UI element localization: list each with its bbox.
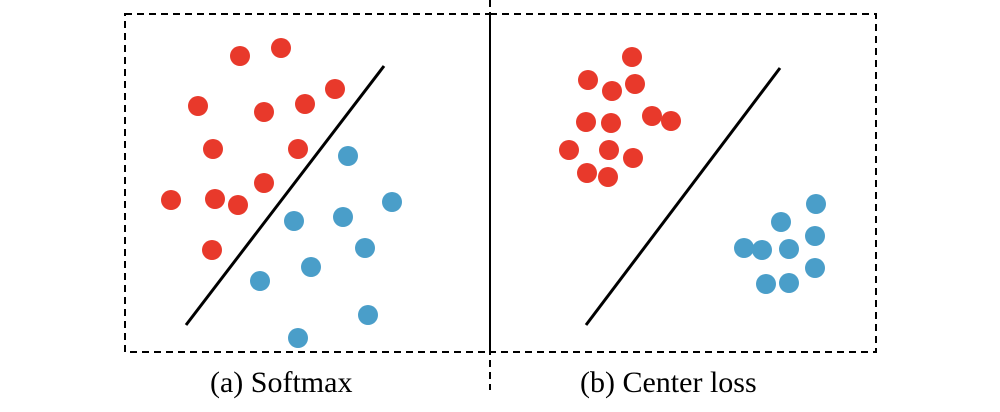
center-loss-blue-point-9 — [779, 273, 799, 293]
center-loss-red-point-1 — [622, 47, 642, 67]
softmax-blue-point-4 — [382, 192, 402, 212]
center-loss-red-point-10 — [599, 140, 619, 160]
center-loss-red-point-2 — [578, 70, 598, 90]
center-loss-red-point-11 — [623, 148, 643, 168]
panel-frame-softmax — [124, 13, 491, 353]
softmax-red-point-1 — [230, 46, 250, 66]
decision-boundary-center-loss — [584, 67, 782, 326]
softmax-blue-point-1 — [338, 146, 358, 166]
center-loss-red-point-13 — [598, 167, 618, 187]
center-loss-red-point-12 — [577, 163, 597, 183]
softmax-blue-point-2 — [284, 211, 304, 231]
center-loss-red-point-8 — [661, 111, 681, 131]
center-loss-red-point-5 — [576, 112, 596, 132]
softmax-red-point-6 — [325, 79, 345, 99]
softmax-blue-point-9 — [288, 328, 308, 348]
softmax-red-point-11 — [228, 195, 248, 215]
center-loss-blue-point-7 — [805, 258, 825, 278]
softmax-red-point-8 — [288, 139, 308, 159]
caption-softmax: (a) Softmax — [210, 366, 353, 399]
panel-frame-center-loss — [489, 13, 877, 353]
caption-center-loss: (b) Center loss — [580, 366, 757, 399]
points-layer — [161, 38, 826, 348]
softmax-red-point-7 — [203, 139, 223, 159]
softmax-blue-point-6 — [301, 257, 321, 277]
center-loss-blue-point-1 — [806, 194, 826, 214]
softmax-blue-point-7 — [250, 271, 270, 291]
softmax-red-point-4 — [254, 102, 274, 122]
center-loss-red-point-3 — [602, 81, 622, 101]
center-loss-blue-point-4 — [752, 240, 772, 260]
softmax-red-point-2 — [271, 38, 291, 58]
center-loss-blue-point-6 — [805, 226, 825, 246]
center-loss-blue-point-3 — [734, 238, 754, 258]
center-loss-blue-point-8 — [756, 274, 776, 294]
center-loss-red-point-4 — [625, 74, 645, 94]
softmax-blue-point-3 — [333, 207, 353, 227]
softmax-red-point-5 — [295, 94, 315, 114]
center-loss-red-point-6 — [601, 113, 621, 133]
softmax-red-point-13 — [202, 240, 222, 260]
softmax-blue-point-8 — [358, 305, 378, 325]
center-loss-blue-point-5 — [779, 239, 799, 259]
softmax-red-point-9 — [161, 190, 181, 210]
softmax-red-point-3 — [188, 96, 208, 116]
softmax-red-point-10 — [205, 189, 225, 209]
softmax-red-point-12 — [254, 173, 274, 193]
center-loss-blue-point-2 — [771, 212, 791, 232]
center-loss-red-point-9 — [559, 140, 579, 160]
softmax-blue-point-5 — [355, 238, 375, 258]
center-loss-red-point-7 — [642, 106, 662, 126]
decision-boundary-softmax — [184, 65, 386, 326]
